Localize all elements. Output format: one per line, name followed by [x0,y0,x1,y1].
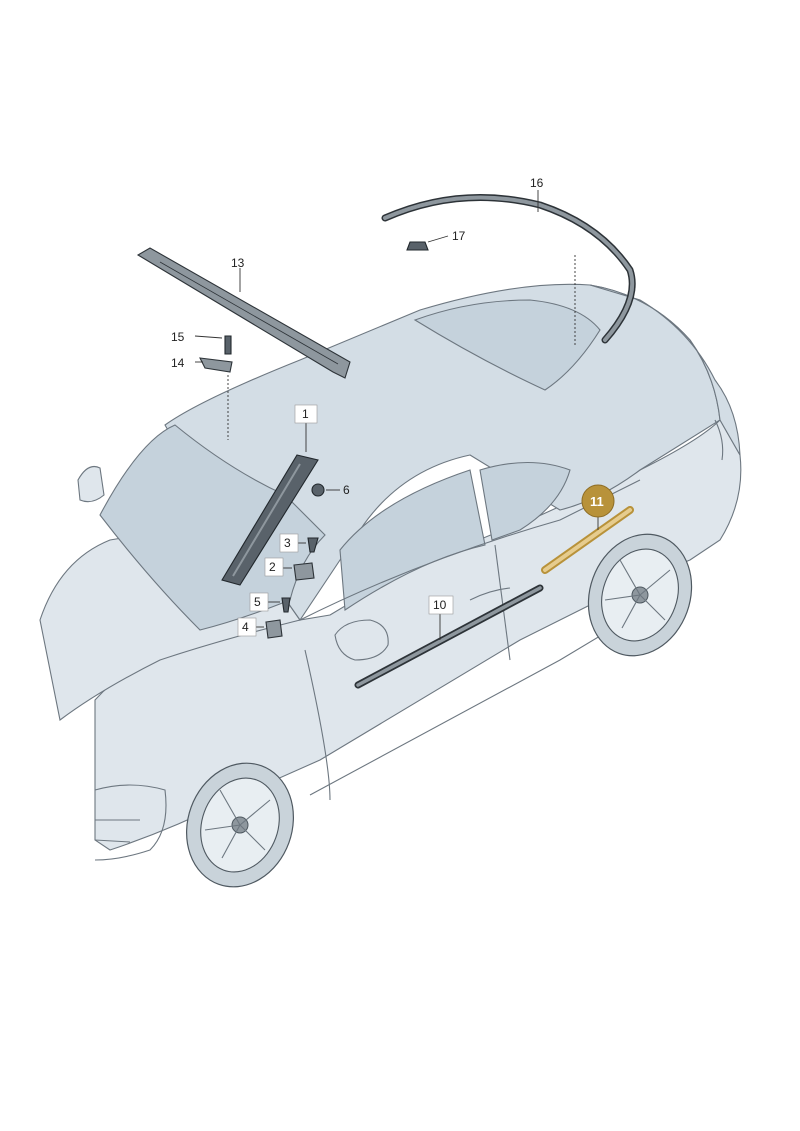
part-15-screw [224,335,232,355]
sill-line [309,599,661,796]
callout-box-3 [279,533,299,553]
callout-box-10 [428,595,454,615]
callout-box-4 [237,617,257,637]
callout-17: 17 [452,229,466,243]
callout-box-2 [264,557,284,577]
rear-wheel [587,533,693,657]
part-2-bracket [293,562,315,581]
car-rear-deck [589,284,741,456]
callout-16: 16 [530,176,544,190]
front-wheel [185,762,295,888]
callout-box-5 [249,592,269,612]
callout-10: 10 [433,598,447,612]
callout-4: 4 [242,620,249,634]
side-mirror [334,619,389,661]
front-bumper [94,784,167,861]
callout-13: 13 [231,256,245,270]
car-body [39,283,742,861]
rear-door-line [494,544,511,661]
callout-14: 14 [171,356,185,370]
part-17-clip [406,241,429,251]
callout-3: 3 [284,536,291,550]
callout-6: 6 [343,483,350,497]
part-4-retainer [265,619,283,639]
grille-lines [94,819,140,843]
callout-box-1 [294,404,318,424]
part-6-grommet [311,483,325,497]
callout-1: 1 [302,407,309,421]
leader-lines [194,190,599,640]
car-windshield [99,424,326,631]
door-handle [469,587,511,601]
tail-light [714,419,724,461]
callout-2: 2 [269,560,276,574]
part-3-clip [307,537,319,553]
callout-badge-11 [581,484,615,518]
car-rear-side-window [479,461,571,541]
beltline [299,479,641,621]
part-5-screw [281,597,291,613]
front-door-line [304,649,331,801]
callout-5: 5 [254,595,261,609]
callout-15: 15 [171,330,185,344]
part-14-bracket [199,357,233,373]
callout-labels: 1 2 3 4 5 6 10 11 13 14 15 16 17 [171,176,615,637]
far-side-mirror [77,465,105,503]
part-13-header-trim [136,247,351,379]
car-front-side-window [339,469,486,611]
callout-11: 11 [590,494,604,509]
car-side-panel [94,419,742,851]
car-sunroof [413,299,601,391]
